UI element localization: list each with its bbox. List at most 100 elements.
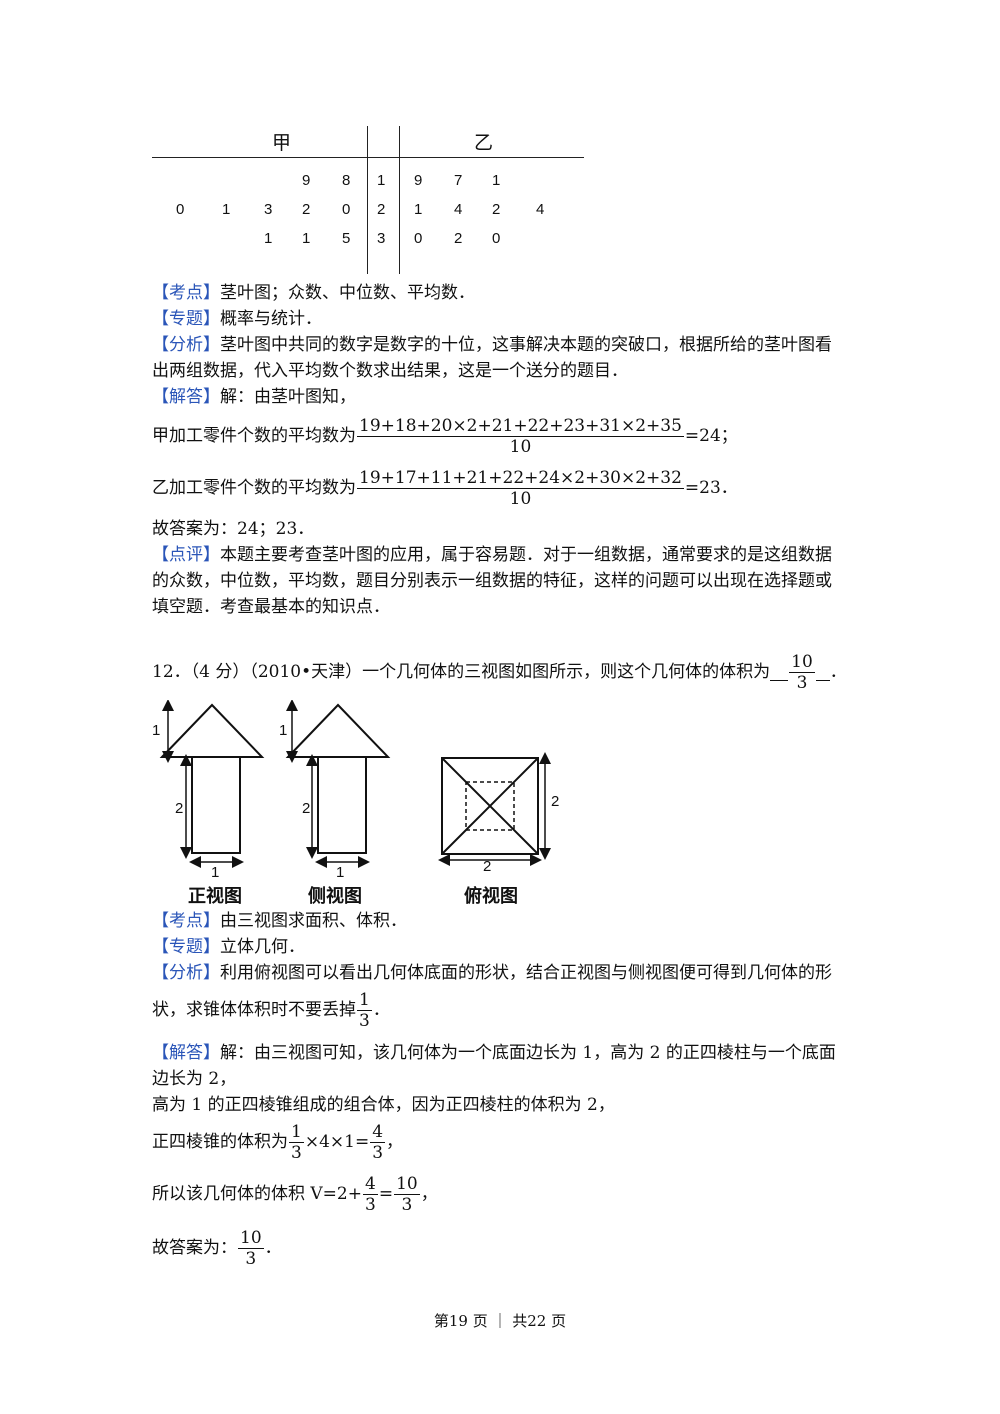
- jia-numerator: 19+18+20×2+21+22+23+31×2+35: [357, 416, 684, 437]
- q11-fenxi-line-2: 出两组数据，代入平均数个数求出结果，这是一个送分的题目．: [152, 358, 628, 384]
- side-height-2: 2: [302, 800, 311, 817]
- leaf-right: 1: [492, 172, 501, 189]
- divider-left: [367, 126, 368, 274]
- leaf-left: 5: [342, 230, 351, 247]
- q11-fenxi-line: 【分析】茎叶图中共同的数字是数字的十位，这事解决本题的突破口，根据所给的茎叶图看: [152, 332, 832, 358]
- stem-value: 3: [377, 230, 386, 247]
- q11-kaodian-line: 【考点】茎叶图；众数、中位数、平均数．: [152, 280, 475, 306]
- kaodian-text: 茎叶图；众数、中位数、平均数．: [220, 283, 475, 303]
- q12-stem: 12．（4 分）（2010•天津）一个几何体的三视图如图所示，则这个几何体的体积…: [152, 648, 847, 696]
- stem-leaf-plot: 甲 乙: [152, 122, 587, 277]
- stem-value: 1: [377, 172, 386, 189]
- header-right-label: 乙: [474, 132, 494, 154]
- q11-zhuanti-line: 【专题】概率与统计．: [152, 306, 322, 332]
- leaf-left: 0: [176, 201, 185, 218]
- volume-eq: =: [378, 1184, 394, 1204]
- q12-answer-den: 3: [796, 673, 808, 693]
- q12-kaodian-line: 【考点】由三视图求面积、体积．: [152, 908, 407, 934]
- yi-numerator: 19+17+11+21+22+24×2+30×2+32: [357, 468, 684, 489]
- kaodian-tag: 【考点】: [152, 283, 220, 303]
- frac-den: 3: [401, 1195, 413, 1215]
- volume-prefix: 所以该几何体的体积 V=2+: [152, 1184, 362, 1204]
- frac-den: 3: [291, 1143, 302, 1163]
- jia-result: =24；: [684, 426, 738, 446]
- zhuanti-tag: 【专题】: [152, 937, 220, 957]
- top-height-2: 2: [551, 793, 560, 810]
- pyramid-mid: ×4×1=: [304, 1132, 370, 1152]
- zhuanti-tag: 【专题】: [152, 309, 220, 329]
- leaf-left: 1: [264, 230, 273, 247]
- q12-jieda-line-2: 边长为 2，: [152, 1066, 236, 1092]
- frac-den: 3: [372, 1143, 384, 1163]
- pyramid-end: ，: [386, 1132, 404, 1152]
- jieda-tag: 【解答】: [152, 387, 220, 407]
- fenxi-end: ．: [372, 1000, 390, 1020]
- frac-den: 3: [245, 1249, 257, 1269]
- frac-num: 10: [394, 1174, 420, 1195]
- dianping-text-cont: 的众数，中位数，平均数，题目分别表示一组数据的特征，这样的问题可以出现在选择题或: [152, 571, 832, 591]
- front-height-1: 1: [152, 722, 161, 739]
- header-rule: [152, 157, 584, 158]
- leaf-left: 9: [302, 172, 311, 189]
- q11-dianping-line-3: 填空题．考查最基本的知识点．: [152, 594, 390, 620]
- leaf-right: 2: [492, 201, 501, 218]
- jieda-text-cont: 边长为 2，: [152, 1069, 237, 1089]
- q12-jieda-line: 【解答】解：由三视图可知，该几何体为一个底面边长为 1，高为 2 的正四棱柱与一…: [152, 1040, 836, 1066]
- top-view-label: 俯视图: [464, 886, 518, 906]
- q12-stem-text: 12．（4 分）（2010•天津）一个几何体的三视图如图所示，则这个几何体的体积…: [152, 662, 771, 682]
- zhuanti-text: 立体几何．: [220, 937, 305, 957]
- fenxi-frac-den: 3: [359, 1011, 370, 1031]
- q11-answer-line: 故答案为：24；23．: [152, 516, 314, 542]
- front-height-2: 2: [175, 800, 184, 817]
- side-height-1: 1: [279, 722, 288, 739]
- frac-num: 4: [370, 1122, 386, 1143]
- frac-num: 1: [289, 1122, 304, 1143]
- three-view-figure: [159, 700, 551, 868]
- q11-jieda-line: 【解答】解：由茎叶图知，: [152, 384, 356, 410]
- side-width-1: 1: [336, 864, 345, 881]
- leaf-right: 4: [454, 201, 463, 218]
- answer-end: ．: [264, 1238, 282, 1258]
- jieda-text: 解：由三视图可知，该几何体为一个底面边长为 1，高为 2 的正四棱柱与一个底面: [220, 1043, 836, 1063]
- frac-num: 10: [238, 1228, 264, 1249]
- leaf-left: 1: [302, 230, 311, 247]
- jieda-tag: 【解答】: [152, 1043, 220, 1063]
- q12-zhuanti-line: 【专题】立体几何．: [152, 934, 305, 960]
- yi-result: =23．: [684, 478, 738, 498]
- divider-right: [399, 126, 400, 274]
- jia-prefix: 甲加工零件个数的平均数为: [152, 426, 356, 446]
- fenxi-text: 茎叶图中共同的数字是数字的十位，这事解决本题的突破口，根据所给的茎叶图看: [220, 335, 832, 355]
- volume-end: ，: [420, 1184, 438, 1204]
- leaf-left: 3: [264, 201, 273, 218]
- fenxi-frac-num: 1: [357, 990, 372, 1011]
- frac-den: 3: [365, 1195, 376, 1215]
- leaf-right: 1: [414, 201, 423, 218]
- dianping-text: 本题主要考查茎叶图的应用，属于容易题．对于一组数据，通常要求的是这组数据: [220, 545, 832, 565]
- q12-stem-suffix: ．: [829, 662, 847, 682]
- leaf-right: 9: [414, 172, 423, 189]
- leaf-right: 4: [536, 201, 545, 218]
- fenxi-tag: 【分析】: [152, 335, 220, 355]
- dianping-tag: 【点评】: [152, 545, 220, 565]
- front-view-label: 正视图: [188, 886, 242, 906]
- q11-dianping-line-2: 的众数，中位数，平均数，题目分别表示一组数据的特征，这样的问题可以出现在选择题或: [152, 568, 832, 594]
- q11-answer: 故答案为：24；23．: [152, 519, 315, 539]
- leaf-right: 0: [492, 230, 501, 247]
- leaf-left: 1: [222, 201, 231, 218]
- leaf-left: 0: [342, 201, 351, 218]
- dianping-text-cont: 填空题．考查最基本的知识点．: [152, 597, 390, 617]
- kaodian-text: 由三视图求面积、体积．: [220, 911, 407, 931]
